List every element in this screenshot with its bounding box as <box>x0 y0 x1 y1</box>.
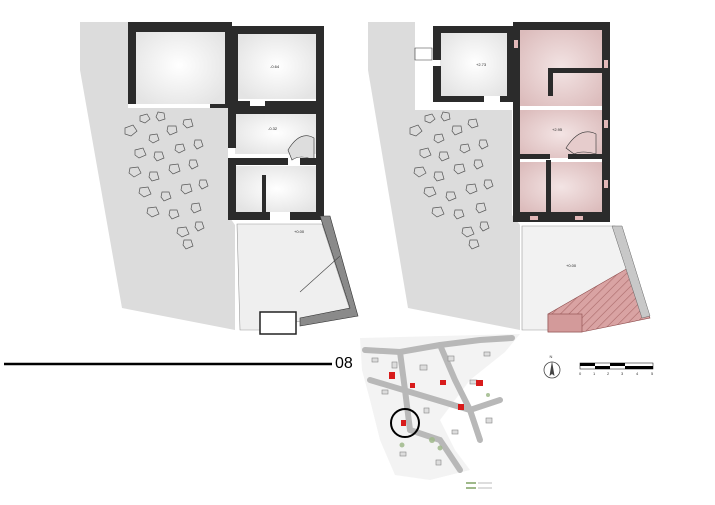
upper-level-mark-2: +2.95 <box>552 127 563 132</box>
scale-tick-5: 5 <box>651 371 654 376</box>
upper-level-mark-1: +2.73 <box>476 62 487 67</box>
upper-room-south <box>520 162 602 212</box>
upper-paving-stones <box>409 111 494 250</box>
ground-wall-northwest <box>128 22 232 108</box>
ground-terrain <box>80 22 235 330</box>
upper-spiral-stair <box>565 131 597 155</box>
svg-text:+2.73: +2.73 <box>476 62 487 67</box>
north-arrow-label: N <box>550 354 553 359</box>
ground-room-northwest <box>133 27 225 104</box>
svg-text:-0.32: -0.32 <box>268 126 278 131</box>
scale-tick-2: 2 <box>607 371 610 376</box>
scale-tick-3: 3 <box>621 371 624 376</box>
svg-text:+0.00: +0.00 <box>294 229 305 234</box>
ground-level-mark-1: -0.64 <box>270 64 280 69</box>
site-focus-circle <box>390 408 420 438</box>
site-legend <box>466 482 492 489</box>
ground-paving-stones <box>124 111 209 250</box>
ground-level-mark-2: -0.32 <box>268 126 278 131</box>
scale-tick-0: 0 <box>579 371 582 376</box>
svg-text:+2.95: +2.95 <box>552 127 563 132</box>
ground-wall-south <box>228 158 324 220</box>
ground-courtyard-wall <box>299 215 359 327</box>
sheet-number: 08 <box>335 355 353 372</box>
svg-text:+0.00: +0.00 <box>566 263 577 268</box>
ground-room-north <box>237 33 317 99</box>
ground-room-south <box>236 166 318 212</box>
ground-wall-middle <box>228 106 324 160</box>
upper-room-northwest <box>440 30 510 96</box>
upper-level-mark-3: +0.00 <box>566 263 577 268</box>
site-key-map <box>360 334 520 489</box>
ground-floor-plan: -0.64 -0.32 +0.00 <box>80 22 359 335</box>
upper-terrain <box>368 22 520 330</box>
svg-text:-0.64: -0.64 <box>270 64 280 69</box>
north-arrow-icon: N <box>543 354 561 379</box>
ground-level-mark-3: +0.00 <box>294 229 305 234</box>
site-highlighted-buildings <box>389 372 483 426</box>
scale-tick-1: 1 <box>593 371 596 376</box>
scale-tick-4: 4 <box>636 371 639 376</box>
upper-floor-plan: +2.73 +2.95 +0.00 <box>368 22 651 333</box>
scale-bar: 0 1 2 3 4 5 <box>579 362 654 376</box>
